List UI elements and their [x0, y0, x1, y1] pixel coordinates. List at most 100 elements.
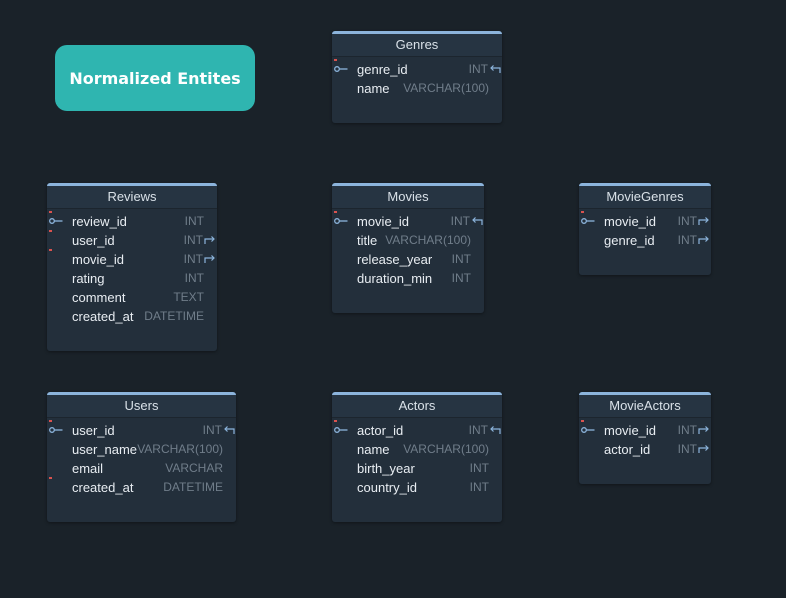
column-type: VARCHAR(100) [403, 442, 489, 456]
column-row-movie-id[interactable]: movie_id INT [332, 211, 484, 231]
column-name: email [72, 461, 104, 476]
fk-marker [49, 420, 52, 422]
column-type: INT [451, 252, 471, 266]
fk-marker [49, 477, 52, 479]
column-type: INT [468, 423, 488, 437]
column-type: INT [677, 233, 697, 247]
column-type: DATETIME [144, 309, 204, 323]
column-name: movie_id [72, 252, 125, 267]
column-type: VARCHAR [165, 461, 223, 475]
column-row-review-id[interactable]: review_id INT [47, 211, 217, 231]
column-row-actor-id[interactable]: actor_id INT [579, 440, 711, 459]
column-name: duration_min [357, 271, 433, 286]
note-normalized-entities[interactable]: Normalized Entites [55, 45, 255, 111]
column-name: title [357, 233, 378, 248]
column-name: user_id [72, 423, 115, 438]
column-row-duration-min[interactable]: duration_min INT [332, 269, 484, 288]
column-name: created_at [72, 309, 134, 324]
key-icon [334, 66, 348, 72]
key-icon [334, 427, 348, 433]
column-row-release-year[interactable]: release_year INT [332, 250, 484, 269]
column-type: TEXT [173, 290, 204, 304]
column-row-comment[interactable]: comment TEXT [47, 288, 217, 307]
column-type: INT [450, 214, 470, 228]
column-type: INT [184, 271, 204, 285]
column-row-actor-id[interactable]: actor_id INT [332, 420, 502, 440]
entity-title: Movies [332, 186, 484, 209]
note-label: Normalized Entites [69, 68, 241, 88]
column-row-genre-id[interactable]: genre_id INT [332, 59, 502, 79]
column-row-user-id[interactable]: user_id INT [47, 420, 236, 440]
column-type: INT [677, 423, 697, 437]
column-type: VARCHAR(100) [385, 233, 471, 247]
fk-marker [334, 211, 337, 213]
fk-marker [334, 420, 337, 422]
outgoing-reference-icon [698, 236, 709, 244]
column-type: INT [183, 233, 203, 247]
column-row-created-at[interactable]: created_at DATETIME [47, 477, 236, 497]
column-row-created-at[interactable]: created_at DATETIME [47, 307, 217, 326]
outgoing-reference-icon [698, 426, 709, 434]
column-name: comment [72, 290, 126, 305]
column-type: INT [468, 62, 488, 76]
column-name: genre_id [604, 233, 655, 248]
column-row-rating[interactable]: rating INT [47, 269, 217, 288]
column-row-genre-id[interactable]: genre_id INT [579, 231, 711, 250]
column-name: release_year [357, 252, 433, 267]
incoming-reference-icon [490, 426, 501, 434]
column-name: movie_id [357, 214, 410, 229]
column-name: user_id [72, 233, 115, 248]
column-row-title[interactable]: title VARCHAR(100) [332, 231, 484, 250]
fk-marker [49, 230, 52, 232]
entity-title: Reviews [47, 186, 217, 209]
column-row-email[interactable]: email VARCHAR [47, 459, 236, 478]
column-name: created_at [72, 480, 134, 495]
entity-title: Genres [332, 34, 502, 57]
column-name: actor_id [604, 442, 651, 457]
outgoing-reference-icon [204, 255, 215, 263]
column-type: INT [469, 461, 489, 475]
column-name: rating [72, 271, 105, 286]
column-name: review_id [72, 214, 127, 229]
column-type: INT [451, 271, 471, 285]
key-icon [581, 218, 595, 224]
column-type: INT [184, 214, 204, 228]
fk-marker [581, 211, 584, 213]
key-icon [581, 427, 595, 433]
fk-marker [581, 420, 584, 422]
column-type: INT [677, 442, 697, 456]
key-icon [49, 427, 63, 433]
entity-title: MovieActors [579, 395, 711, 418]
column-name: user_name [72, 442, 138, 457]
outgoing-reference-icon [698, 217, 709, 225]
column-row-user-id[interactable]: user_id INT [47, 230, 217, 250]
fk-marker [49, 249, 52, 251]
key-icon [334, 218, 348, 224]
column-type: INT [202, 423, 222, 437]
column-name: genre_id [357, 62, 408, 77]
outgoing-reference-icon [698, 445, 709, 453]
column-name: actor_id [357, 423, 404, 438]
column-type: DATETIME [163, 480, 223, 494]
